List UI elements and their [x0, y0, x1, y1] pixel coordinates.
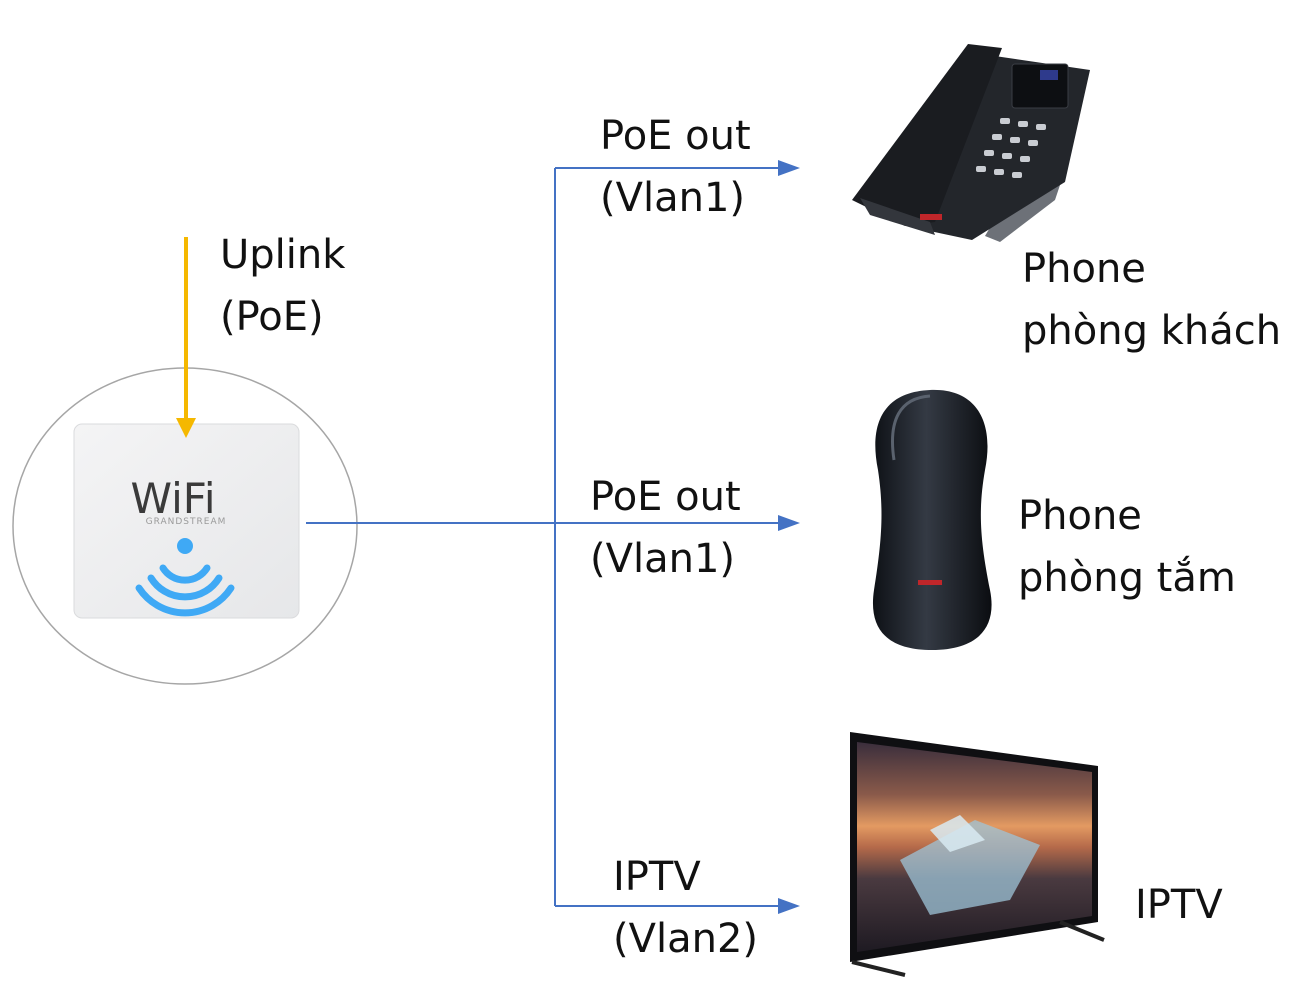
link-phone1-line2: (Vlan1): [600, 175, 745, 221]
ap-brand: GRANDSTREAM: [146, 517, 227, 527]
link-label-phone2: PoE out (Vlan1): [590, 466, 741, 590]
link-label-phone1: PoE out (Vlan1): [600, 105, 751, 229]
link-tv-line2: (Vlan2): [613, 916, 758, 962]
bathroom-phone-image: [872, 389, 992, 650]
arrow-to-phone1: [778, 160, 800, 176]
device-tv-line1: IPTV: [1135, 882, 1223, 928]
uplink-label: Uplink (PoE): [220, 224, 345, 348]
arrow-to-phone2: [778, 515, 800, 531]
link-label-tv: IPTV (Vlan2): [613, 846, 758, 970]
device-label-tv: IPTV: [1135, 874, 1223, 936]
arrowheads: [778, 160, 800, 914]
link-phone2-line1: PoE out: [590, 474, 741, 520]
ap-label: WiFi: [130, 474, 215, 523]
uplink-label-line1: Uplink: [220, 232, 346, 278]
device-label-phone2: Phone phòng tắm: [1018, 485, 1236, 609]
device-label-phone1: Phone phòng khách: [1022, 238, 1281, 362]
tv-image: [850, 732, 1105, 977]
device-phone1-line2: phòng khách: [1022, 308, 1282, 354]
wifi-access-point: WiFi GRANDSTREAM: [73, 423, 300, 619]
uplink-arrow: [176, 237, 196, 438]
arrow-to-tv: [778, 898, 800, 914]
device-phone1-line1: Phone: [1022, 246, 1146, 292]
connector-lines: [306, 167, 780, 907]
desk-phone-image: [852, 44, 1090, 242]
device-phone2-line2: phòng tắm: [1018, 555, 1236, 601]
link-phone1-line1: PoE out: [600, 113, 751, 159]
uplink-label-line2: (PoE): [220, 294, 324, 340]
wifi-icon: [135, 538, 235, 617]
link-tv-line1: IPTV: [613, 854, 701, 900]
link-phone2-line2: (Vlan1): [590, 536, 735, 582]
device-phone2-line1: Phone: [1018, 493, 1142, 539]
